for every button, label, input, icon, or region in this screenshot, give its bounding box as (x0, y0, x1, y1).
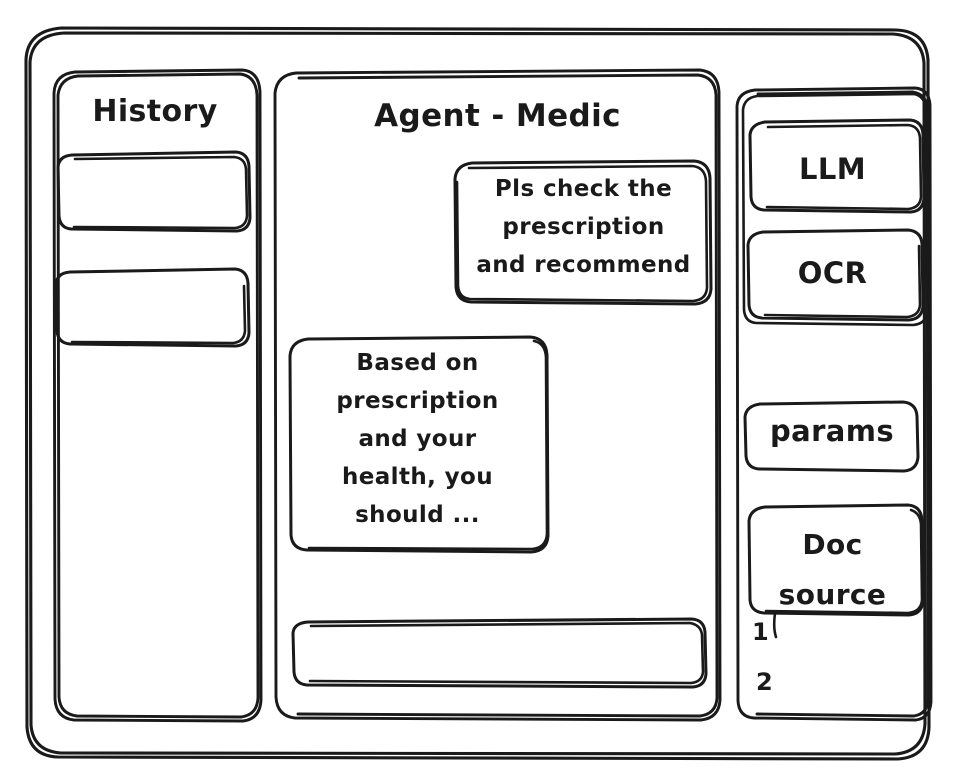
user-message-text: Pls check the prescription and recommend (476, 176, 691, 278)
tool-ocr-label: OCR (797, 256, 868, 290)
history-item-2[interactable] (56, 269, 250, 347)
assistant-message-text: Based on prescription and your health, y… (336, 350, 499, 528)
tool-doc-source-label: Doc source (778, 528, 887, 611)
doc-source-item-1[interactable]: 1 (752, 618, 770, 646)
tool-params-label: params (769, 414, 895, 448)
assistant-message-bubble: Based on prescription and your health, y… (290, 337, 548, 552)
doc-source-item-2[interactable]: 2 (756, 668, 774, 696)
history-item-1[interactable] (58, 152, 252, 232)
tool-llm-label: LLM (798, 152, 867, 186)
composer-input[interactable] (293, 619, 706, 687)
user-message-bubble: Pls check the prescription and recommend (455, 161, 711, 305)
history-panel-title: History (92, 94, 218, 129)
agent-panel-title: Agent - Medic (374, 98, 621, 134)
